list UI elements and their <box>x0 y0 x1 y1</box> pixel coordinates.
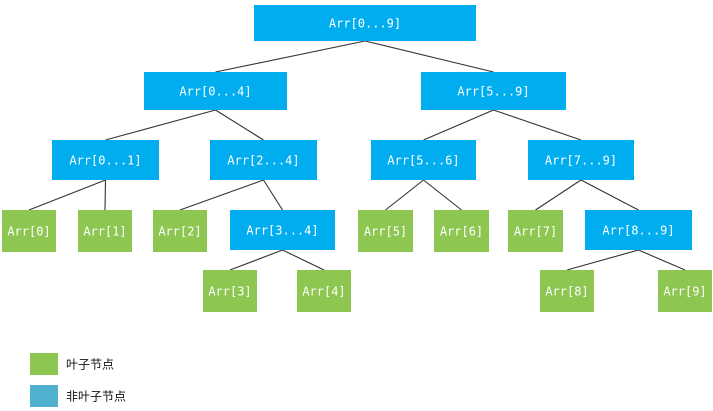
tree-edge <box>229 249 283 271</box>
leaf-node: Arr[4] <box>297 270 351 312</box>
internal-node: Arr[0...4] <box>144 72 287 110</box>
tree-edge <box>535 179 582 211</box>
tree-edge <box>493 109 582 141</box>
node-label: Arr[2...4] <box>227 154 299 168</box>
node-box <box>2 210 56 252</box>
node-label: Arr[7...9] <box>545 154 617 168</box>
node-box <box>434 210 489 252</box>
legend-swatch <box>30 385 58 407</box>
internal-node: Arr[8...9] <box>585 210 692 250</box>
node-box <box>528 140 634 180</box>
node-box <box>540 270 594 312</box>
tree-edge <box>364 40 494 73</box>
node-label: Arr[0...9] <box>329 17 401 31</box>
leaf-node: Arr[3] <box>203 270 257 312</box>
tree-edge <box>580 179 639 211</box>
node-label: Arr[5...9] <box>457 85 529 99</box>
node-box <box>508 210 563 252</box>
node-label: Arr[3...4] <box>246 224 318 238</box>
leaf-node: Arr[2] <box>153 210 207 252</box>
node-label: Arr[5...6] <box>387 154 459 168</box>
node-box <box>153 210 207 252</box>
tree-edge <box>215 109 264 141</box>
node-label: Arr[6] <box>440 225 483 239</box>
node-box <box>203 270 257 312</box>
node-label: Arr[8] <box>545 285 588 299</box>
node-box <box>585 210 692 250</box>
legend-swatch <box>30 353 58 375</box>
node-box <box>52 140 159 180</box>
node-box <box>254 5 476 41</box>
leaf-node: Arr[6] <box>434 210 489 252</box>
leaf-node: Arr[9] <box>658 270 712 312</box>
internal-node: Arr[0...9] <box>254 5 476 41</box>
internal-node: Arr[0...1] <box>52 140 159 180</box>
legend-item: 叶子节点 <box>30 353 114 375</box>
node-box <box>658 270 712 312</box>
node-layer: Arr[0...9] Arr[0...4] Arr[5...9] Arr[0...1]… <box>2 5 712 312</box>
node-box <box>297 270 351 312</box>
internal-node: Arr[2...4] <box>210 140 317 180</box>
node-label: Arr[5] <box>364 225 407 239</box>
node-box <box>371 140 476 180</box>
tree-edge <box>423 179 462 211</box>
node-label: Arr[7] <box>514 225 557 239</box>
internal-node: Arr[7...9] <box>528 140 634 180</box>
tree-edge <box>423 109 494 141</box>
leaf-node: Arr[5] <box>358 210 413 252</box>
node-box <box>421 72 566 110</box>
legend-label: 非叶子节点 <box>66 390 126 404</box>
node-box <box>230 210 335 250</box>
node-box <box>144 72 287 110</box>
internal-node: Arr[5...9] <box>421 72 566 110</box>
node-label: Arr[0...4] <box>179 85 251 99</box>
node-label: Arr[8...9] <box>602 224 674 238</box>
internal-node: Arr[5...6] <box>371 140 476 180</box>
tree-edge <box>263 179 283 211</box>
node-label: Arr[1] <box>83 225 126 239</box>
node-label: Arr[0] <box>7 225 50 239</box>
tree-edge <box>385 179 424 211</box>
internal-node: Arr[3...4] <box>230 210 335 250</box>
leaf-node: Arr[0] <box>2 210 56 252</box>
tree-edge <box>105 109 216 141</box>
node-label: Arr[3] <box>208 285 251 299</box>
leaf-node: Arr[7] <box>508 210 563 252</box>
leaf-node: Arr[1] <box>78 210 132 252</box>
tree-edge <box>566 249 639 271</box>
node-label: Arr[4] <box>302 285 345 299</box>
tree-edge <box>215 40 366 73</box>
node-label: Arr[0...1] <box>69 154 141 168</box>
node-box <box>358 210 413 252</box>
leaf-node: Arr[8] <box>540 270 594 312</box>
tree-edge <box>282 249 325 271</box>
tree-edge <box>28 179 106 211</box>
node-box <box>210 140 317 180</box>
tree-edge <box>638 249 686 271</box>
legend-label: 叶子节点 <box>66 358 114 372</box>
node-label: Arr[9] <box>663 285 706 299</box>
legend-item: 非叶子节点 <box>30 385 126 407</box>
tree-edge <box>104 179 107 211</box>
tree-edge <box>179 179 264 211</box>
node-label: Arr[2] <box>158 225 201 239</box>
node-box <box>78 210 132 252</box>
edge-layer <box>28 40 686 271</box>
